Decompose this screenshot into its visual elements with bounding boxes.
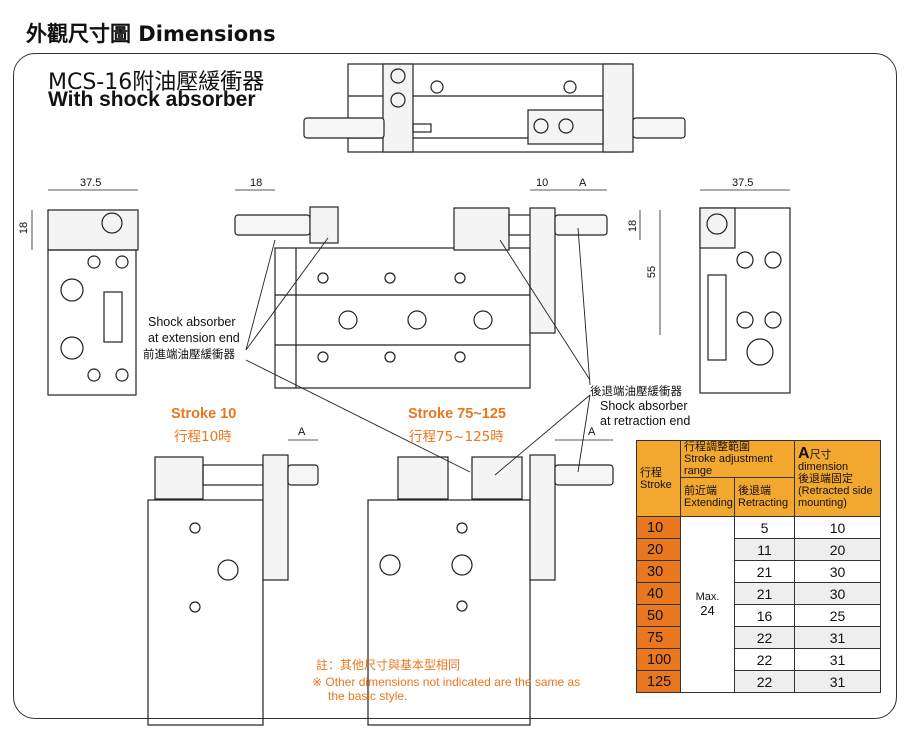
side-view bbox=[234, 206, 608, 389]
table-row: 125 22 31 bbox=[636, 670, 881, 693]
dim-a-stroke10: A bbox=[298, 426, 306, 438]
table-row: 100 22 31 bbox=[636, 648, 881, 671]
stroke-adjustment-table: 行程 Stroke 行程調整範圍 Stroke adjustment range… bbox=[636, 440, 881, 693]
dim-18-left: 18 bbox=[18, 221, 31, 235]
top-view bbox=[303, 63, 686, 153]
dim-10: 10 bbox=[536, 177, 549, 189]
label-extension-zh: 前進端油壓緩衝器 bbox=[143, 347, 235, 361]
dim-18-top: 18 bbox=[250, 177, 263, 189]
right-end-view bbox=[699, 207, 791, 394]
label-retraction-en1: Shock absorber bbox=[600, 399, 688, 413]
dim-55: 55 bbox=[646, 265, 659, 279]
header-adjust-range: 行程調整範圍 Stroke adjustment range bbox=[680, 440, 795, 478]
left-end-view bbox=[47, 209, 139, 396]
dim-a: A bbox=[579, 177, 587, 189]
stroke10-view bbox=[147, 454, 319, 726]
table-row: 75 22 31 bbox=[636, 626, 881, 649]
stroke10-title: Stroke 10 bbox=[171, 406, 237, 422]
page-title: 外觀尺寸圖 Dimensions bbox=[26, 22, 276, 46]
model-subtitle: With shock absorber bbox=[48, 88, 256, 111]
header-a: A尺寸dimension 後退端固定 (Retracted side mount… bbox=[794, 440, 881, 517]
stroke75-sub: 行程75~125時 bbox=[409, 429, 504, 445]
dim-37-5-right: 37.5 bbox=[732, 177, 754, 189]
table-row: 50 16 25 bbox=[636, 604, 881, 627]
model-name: MCS-16附油壓緩衝器 bbox=[48, 70, 265, 95]
label-extension-en1: Shock absorber bbox=[148, 315, 236, 329]
header-extending: 前近端 Extending bbox=[680, 477, 735, 517]
stroke10-sub: 行程10時 bbox=[174, 429, 232, 445]
note-en2: the basic style. bbox=[328, 689, 408, 703]
drawing-frame bbox=[13, 53, 897, 719]
note-zh: 註：其他尺寸與基本型相同 bbox=[316, 658, 461, 672]
header-stroke: 行程 Stroke bbox=[636, 440, 681, 517]
dim-37-5-left: 37.5 bbox=[80, 177, 102, 189]
dim-18-right: 18 bbox=[627, 219, 640, 233]
label-retraction-zh: 後退端油壓緩衝器 bbox=[590, 384, 682, 398]
dim-a-stroke75: A bbox=[588, 426, 596, 438]
note-en1: ※ Other dimensions not indicated are the… bbox=[312, 675, 581, 689]
header-retracting: 後退端 Retracting bbox=[734, 477, 795, 517]
label-extension-en2: at extension end bbox=[148, 331, 240, 345]
table-row: 10 Max. 24 5 10 bbox=[636, 516, 881, 693]
table-row: 40 21 30 bbox=[636, 582, 881, 605]
table-row: 30 21 30 bbox=[636, 560, 881, 583]
stroke75-view bbox=[367, 454, 614, 726]
table-row: 20 11 20 bbox=[636, 538, 881, 561]
extending-max: Max. 24 bbox=[680, 516, 735, 693]
stroke75-title: Stroke 75~125 bbox=[408, 406, 506, 422]
label-retraction-en2: at retraction end bbox=[600, 414, 691, 428]
